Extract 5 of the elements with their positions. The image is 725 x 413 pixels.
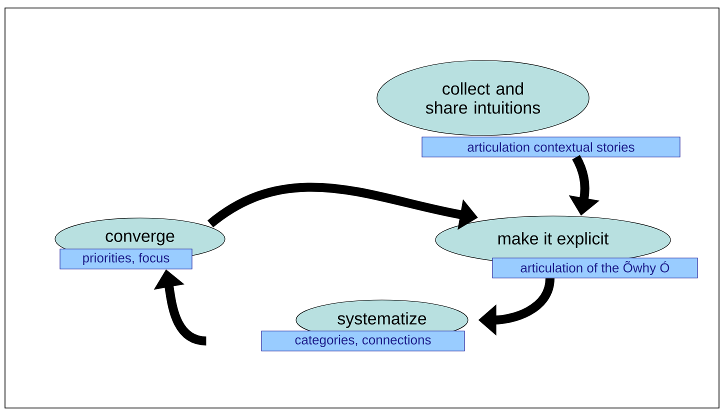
label-box: articulation of the Õwhy Ó (492, 258, 698, 278)
ellipse-node: collect and share intuitions (376, 60, 590, 136)
label-box: categories, connections (261, 330, 465, 352)
label-box: articulation contextual stories (422, 136, 680, 158)
label-box: priorities, focus (60, 248, 192, 270)
